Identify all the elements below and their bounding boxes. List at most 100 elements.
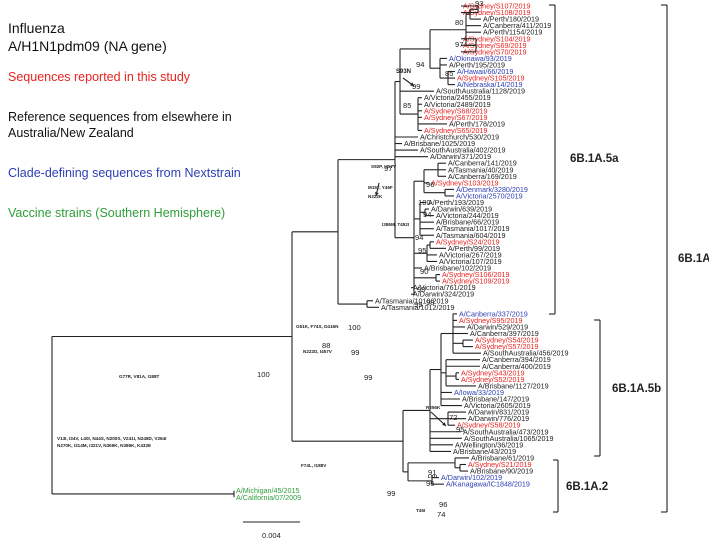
taxon-label: A/Sydney/S104/2019	[463, 34, 531, 43]
taxon-label: A/California/07/2009	[236, 493, 301, 502]
scale-bar-label: 0.004	[262, 531, 281, 540]
bootstrap-value: 99	[351, 348, 359, 357]
legend-reference-line2: Australia/New Zealand	[8, 126, 134, 140]
taxon-label: A/Tasmania/1012/2019	[381, 303, 455, 312]
taxon-label: A/Darwin/371/2019	[430, 152, 491, 161]
taxon-label: A/Brisbane/1025/2019	[404, 139, 475, 148]
taxon-label: A/Tasmania/1017/2019	[436, 224, 510, 233]
taxon-label: A/Brisbane/102/2019	[424, 264, 491, 273]
taxon-label: A/Victoria/2605/2019	[464, 401, 531, 410]
taxon-label: A/Perth/99/2019	[448, 244, 500, 253]
taxon-label: A/Iowa/33/2019	[454, 388, 504, 397]
bootstrap-value: 94	[416, 60, 424, 69]
taxon-label: A/Perth/178/2019	[449, 119, 505, 128]
bootstrap-value: 99	[414, 300, 422, 309]
taxon-label: A/Victoria/761/2019	[413, 283, 476, 292]
taxon-label: A/Darwin/639/2019	[431, 205, 492, 214]
bootstrap-value: 85	[403, 101, 411, 110]
taxon-label: A/Sydney/S43/2019	[461, 368, 525, 377]
bootstrap-value: 91	[428, 468, 436, 477]
arrow-head	[374, 192, 379, 196]
taxon-label: A/Christchurch/530/2019	[420, 133, 499, 142]
taxon-label: A/Sydney/S107/2019	[463, 2, 531, 11]
bootstrap-value: 97	[384, 164, 392, 173]
bootstrap-value: 90	[420, 267, 428, 276]
mutation-label: I386M, T452I	[382, 222, 409, 227]
taxon-label: A/Sydney/S52/2019	[461, 375, 525, 384]
bootstrap-value: 100	[418, 198, 431, 207]
taxon-label: A/Canberra/394/2019	[482, 355, 551, 364]
taxon-label: A/Brisbane/147/2019	[462, 395, 529, 404]
taxon-label: A/Kanagawa/IC1848/2019	[446, 480, 530, 489]
taxon-label: A/Tasmania/1010/2019	[375, 296, 449, 305]
bootstrap-value: 96	[439, 500, 447, 509]
bootstrap-value: 97	[455, 40, 463, 49]
bootstrap-value: 94	[415, 233, 423, 242]
taxon-label: A/Brisbane/61/2019	[471, 453, 534, 462]
taxon-label: A/Denmark/3280/2019	[456, 185, 528, 194]
taxon-label: A/Hawaii/66/2019	[457, 67, 513, 76]
taxon-label: A/Okinawa/93/2019	[449, 54, 512, 63]
taxon-label: A/Tasmania/40/2019	[448, 165, 514, 174]
bootstrap-value: 93	[417, 285, 425, 294]
bootstrap-value: 100	[348, 323, 361, 332]
mutation-label: S93N	[396, 69, 411, 75]
taxon-label: A/Sydney/S65/2019	[424, 126, 488, 135]
mutation-label: N222D, I457V	[303, 349, 333, 354]
taxon-label: A/Michigan/45/2015	[236, 486, 300, 495]
taxon-label: A/Perth/1154/2019	[483, 28, 542, 37]
taxon-label: A/Canberra/397/2019	[470, 329, 539, 338]
mutation-label: F74L, I188V	[301, 463, 327, 468]
bootstrap-value: 96	[426, 180, 434, 189]
taxon-label: A/Nebraska/14/2019	[457, 80, 523, 89]
mutation-label: N270K, I314M, I321V, N369K, N386K, K432E	[57, 443, 151, 448]
taxon-label: A/Sydney/S103/2019	[431, 178, 499, 187]
figure-title-line1: Influenza	[8, 20, 65, 36]
taxon-label: A/Sydney/S108/2019	[463, 8, 531, 17]
taxon-label: A/Sydney/S54/2019	[475, 336, 539, 345]
taxon-label: A/Darwin/324/2019	[413, 290, 474, 299]
mutation-label: S92P, I457V	[371, 164, 397, 169]
arrow-head	[410, 82, 414, 86]
taxon-label: A/Victoria/244/2019	[436, 211, 499, 220]
clade-label-5b: 6B.1A.5b	[612, 383, 661, 395]
taxon-label: A/Canberra/400/2019	[482, 362, 551, 371]
taxon-label: A/Sydney/S70/2019	[463, 47, 527, 56]
taxon-label: A/Brisbane/1127/2019	[478, 381, 549, 390]
mutation-label: L81I	[428, 474, 437, 479]
taxon-label: A/Sydney/S106/2019	[442, 270, 510, 279]
bootstrap-value: 94	[423, 210, 431, 219]
taxon-label: A/Perth/195/2019	[449, 60, 505, 69]
taxon-label: A/Brisbane/66/2019	[436, 218, 499, 227]
taxon-label: A/Wellington/36/2019	[455, 440, 523, 449]
bootstrap-value: 99	[412, 82, 420, 91]
taxon-label: A/Victoria/2455/2019	[424, 93, 491, 102]
mutation-label: G77R, V81A, I188T	[119, 374, 160, 379]
taxon-label: A/Tasmania/604/2019	[436, 231, 506, 240]
bootstrap-value: 96	[426, 479, 434, 488]
taxon-label: A/Perth/180/2019	[483, 15, 539, 24]
bootstrap-value: 95	[456, 425, 464, 434]
clade-label-5a: 6B.1A.5a	[570, 153, 619, 165]
taxon-label: A/Victoria/107/2019	[439, 257, 502, 266]
taxon-label: A/Sydney/S57/2019	[475, 342, 539, 351]
taxon-label: A/SouthAustralia/402/2019	[420, 146, 506, 155]
bootstrap-value: 85	[445, 69, 453, 78]
taxon-label: A/Sydney/S109/2019	[442, 277, 510, 286]
bootstrap-value: 74	[437, 510, 445, 519]
taxon-label: A/Darwin/102/2019	[441, 473, 502, 482]
legend-study: Sequences reported in this study	[8, 70, 191, 84]
taxon-label: A/Darwin/776/2019	[468, 414, 529, 423]
bootstrap-value: 98	[426, 298, 434, 307]
figure-title-line2: A/H1N1pdm09 (NA gene)	[8, 38, 167, 54]
taxon-label: A/Sydney/S69/2019	[463, 41, 527, 50]
taxon-label: A/Canberra/411/2019	[483, 21, 551, 30]
mutation-label: M15T, Y46F	[368, 185, 393, 190]
mutation-label: R255K	[426, 405, 441, 410]
bootstrap-value: 88	[322, 341, 330, 350]
taxon-label: A/Victoria/2570/2019	[456, 191, 523, 200]
bootstrap-value: 80	[455, 18, 463, 27]
taxon-label: A/SouthAustralia/1128/2019	[436, 87, 525, 96]
taxon-label: A/Perth/193/2019	[428, 198, 484, 207]
